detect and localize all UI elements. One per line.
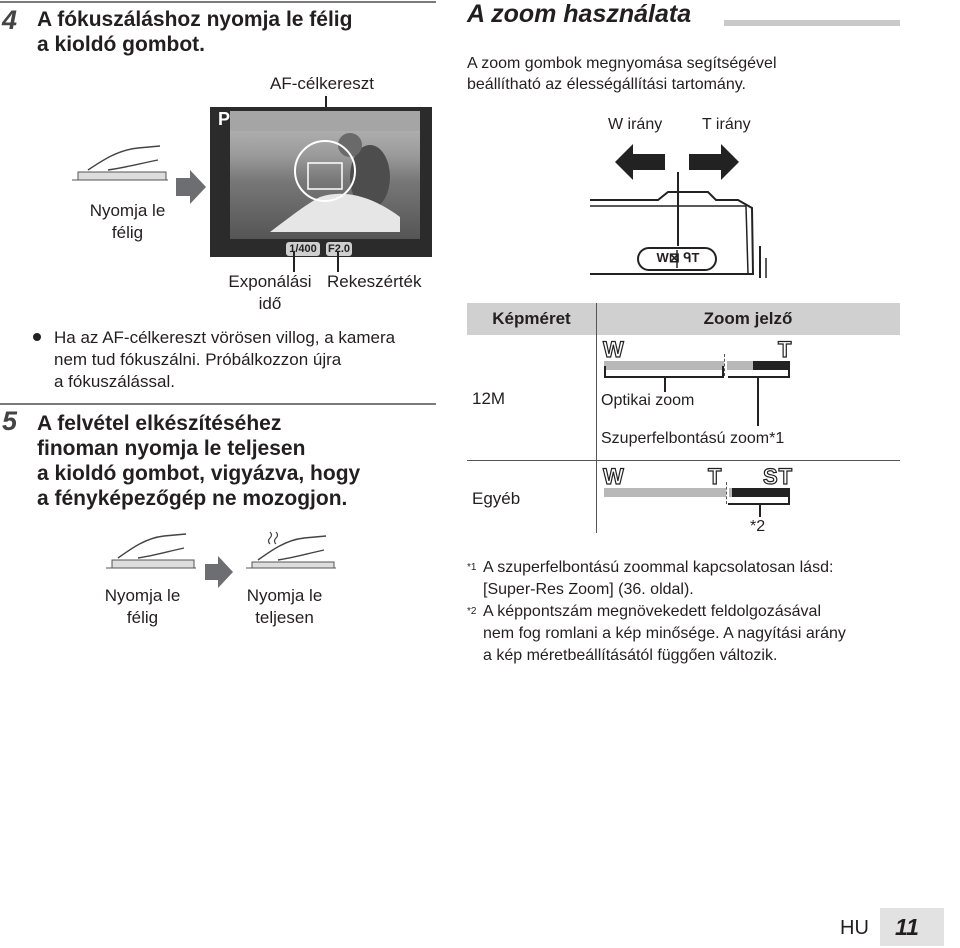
optical-range-bracket [722, 366, 724, 378]
superres-range-bracket [788, 366, 790, 378]
optical-zoom-label: Optikai zoom [601, 392, 695, 409]
step-5-text: A felvétel elkészítéséhez finoman nyomja… [37, 411, 360, 511]
zoom-w-letter: W [602, 336, 625, 362]
footnote-line: A képpontszám megnövekedett feldolgozásá… [483, 603, 821, 620]
intro-line: beállítható az élességállítási tartomány… [467, 76, 746, 93]
superres-pointer-line [757, 378, 759, 426]
footnote-2: *2 A képpontszám megnövekedett feldolgoz… [467, 601, 927, 667]
note2-pointer-line [759, 505, 761, 517]
note-line: Ha az AF-célkereszt vörösen villog, a ka… [54, 328, 396, 347]
zoom-t-letter: T [777, 336, 793, 362]
footnote-line: nem fog romlani a kép minősége. A nagyít… [483, 625, 846, 642]
press-full-label: Nyomja le teljesen [222, 585, 347, 629]
zoom-bar-other [604, 488, 790, 497]
page-number: 11 [895, 914, 919, 940]
w-direction-label: W irány [608, 116, 663, 133]
title-underline-bar [724, 20, 900, 26]
aperture-label: Rekeszérték [327, 272, 422, 291]
superres-zone-12m [753, 361, 790, 370]
label-line: félig [126, 608, 159, 627]
zoom-t-letter: T [707, 463, 723, 489]
step-5-line: A felvétel elkészítéséhez [37, 412, 282, 435]
zoom-bar-marker [724, 354, 727, 376]
intro-line: A zoom gombok megnyomása segítségével [467, 55, 777, 72]
step-4-line: A fókuszáláshoz nyomja le félig [37, 8, 353, 31]
footnote-line: a kép méretbeállításától függően változi… [483, 647, 778, 664]
arrow-right-icon [689, 144, 739, 180]
page-number-box [880, 908, 944, 946]
camera-screen: P 1/400 F2.0 [210, 107, 432, 257]
exposure-label: Exponálási idő [220, 271, 320, 315]
optical-pointer-line [664, 378, 666, 392]
table-column-divider [596, 303, 597, 533]
zoom-section-title: A zoom használata [467, 0, 692, 28]
step-5-number: 5 [2, 406, 18, 436]
zoom-intro: A zoom gombok megnyomása segítségével be… [467, 53, 777, 95]
footnote-line: A szuperfelbontású zoommal kapcsolatosan… [483, 559, 834, 576]
zoom-bar-marker [726, 482, 729, 504]
table-header-zoom: Zoom jelző [596, 303, 900, 335]
table-row-divider [467, 460, 900, 461]
mode-indicator: P [218, 109, 231, 129]
zoom-w-letter: W [602, 463, 625, 489]
table-header-size: Képméret [467, 303, 596, 335]
footnote-line: [Super-Res Zoom] (36. oldal). [483, 581, 694, 598]
note-line: a fókuszálással. [54, 372, 175, 391]
step-5-rule [0, 403, 436, 405]
press-half-label: Nyomja le félig [55, 200, 200, 244]
af-target-label: AF-célkereszt [270, 74, 374, 93]
step-5-line: a kioldó gombot, vigyázva, hogy [37, 462, 361, 485]
label-line: Nyomja le [89, 201, 166, 220]
note2-bracket [728, 503, 790, 505]
footnote-mark: *1 [467, 562, 477, 573]
superres-zoom-label: Szuperfelbontású zoom*1 [601, 430, 785, 447]
exposure-pointer-line [293, 252, 295, 272]
step-4-text: A fókuszáláshoz nyomja le félig a kioldó… [37, 7, 352, 57]
step-4-line: a kioldó gombot. [37, 33, 205, 56]
label-line: Nyomja le [246, 586, 323, 605]
footnote-mark: *2 [467, 606, 477, 617]
label-line: Exponálási [228, 272, 312, 291]
superres-range-bracket [728, 376, 790, 378]
af-warning-note: Ha az AF-célkereszt vörösen villog, a ka… [54, 327, 395, 393]
row-other-size: Egyéb [472, 489, 521, 508]
full-press-hand-illustration [246, 531, 336, 569]
optical-range-bracket [604, 376, 724, 378]
step-5-line: a fényképezőgép ne mozogjon. [37, 487, 348, 510]
lcd-photo [230, 111, 420, 239]
aperture-pointer-line [337, 252, 339, 272]
zoom-st-letter: ST [762, 463, 794, 489]
step-5-line: finoman nyomja le teljesen [37, 437, 306, 460]
arrow-left-icon [615, 144, 665, 180]
arrow-right-icon [205, 556, 233, 588]
camera-body-illustration [590, 172, 767, 278]
optical-range-bracket [604, 366, 606, 378]
zoom-bar-12m [604, 361, 790, 370]
label-line: teljesen [255, 608, 314, 627]
bullet-icon [33, 333, 41, 341]
half-press-hand-illustration [72, 145, 168, 181]
shutter-indicator: 1/400 [286, 242, 320, 256]
note2-label: *2 [750, 518, 766, 535]
half-press-hand-illustration [106, 533, 196, 569]
note2-bracket [788, 493, 790, 505]
row-12m-size: 12M [472, 389, 506, 408]
step-4-number: 4 [2, 5, 18, 35]
label-line: Nyomja le [104, 586, 181, 605]
label-line: félig [111, 223, 144, 242]
footnote-1: *1 A szuperfelbontású zoommal kapcsolato… [467, 557, 927, 601]
label-line: idő [258, 294, 282, 313]
arrow-right-icon [176, 170, 206, 204]
zoom-button-label: W⊠ ᑫT [656, 250, 700, 265]
language-code: HU [840, 917, 869, 939]
aperture-indicator: F2.0 [326, 242, 352, 256]
press-half-label: Nyomja le félig [80, 585, 205, 629]
zoom-direction-arrows [615, 144, 739, 180]
t-direction-label: T irány [702, 116, 751, 133]
top-rule-left [0, 1, 436, 3]
note-line: nem tud fókuszálni. Próbálkozzon újra [54, 350, 342, 369]
superres-zone-other [732, 488, 790, 497]
